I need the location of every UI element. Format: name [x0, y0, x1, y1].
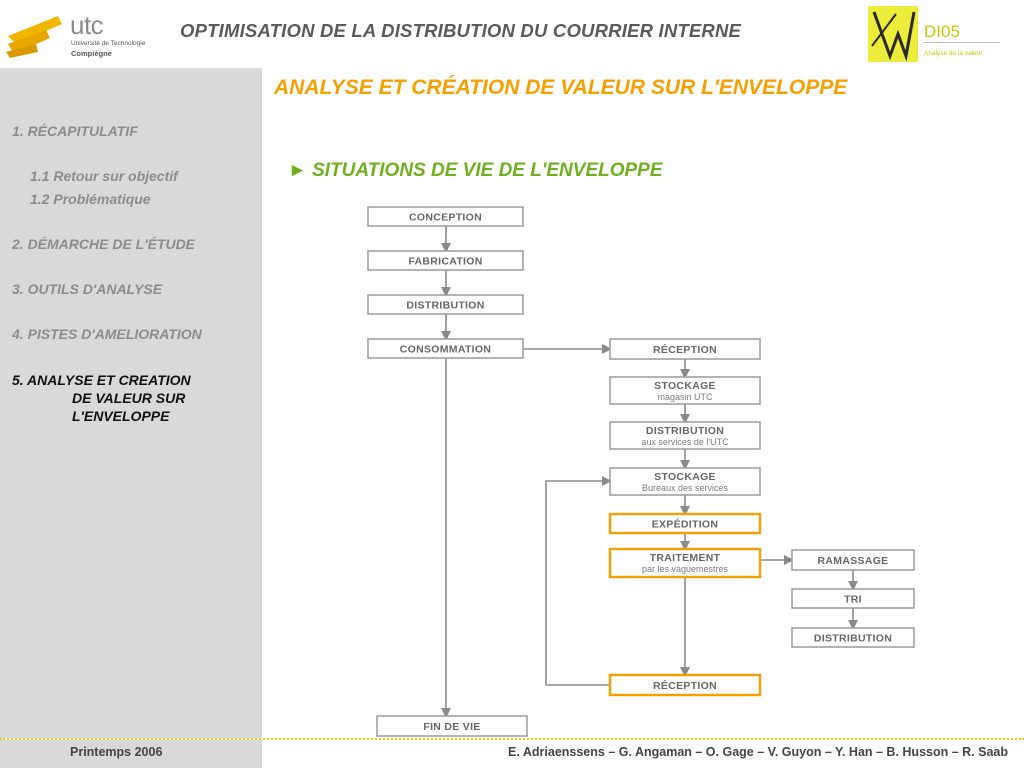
node-box — [609, 376, 761, 405]
node-label: DISTRIBUTION — [406, 300, 484, 312]
utc-logo-mark-icon — [6, 16, 62, 58]
node-label: DISTRIBUTION — [814, 633, 892, 645]
diagram-edges — [441, 226, 858, 718]
sidebar-item-retour-objectif[interactable]: 1.1 Retour sur objectif — [30, 168, 178, 184]
sidebar-item-demarche[interactable]: 2. DÉMARCHE DE L'ÉTUDE — [12, 236, 196, 252]
footer-authors: E. Adriaenssens – G. Angaman – O. Gage –… — [508, 745, 1008, 759]
sidebar-item-pistes[interactable]: 4. PISTES D'AMELIORATION — [12, 326, 202, 342]
node-label: STOCKAGE — [654, 471, 716, 483]
node-fin-de-vie: FIN DE VIE — [376, 715, 528, 737]
node-box — [367, 338, 524, 359]
node-sublabel: Bureaux des services — [642, 483, 729, 493]
node-label: EXPÉDITION — [652, 518, 719, 531]
node-label: FIN DE VIE — [423, 721, 480, 733]
flow-arrow — [545, 476, 612, 686]
node-reception2: RÉCEPTION — [608, 673, 762, 697]
node-distribution1: DISTRIBUTION — [367, 294, 524, 315]
node-label: CONCEPTION — [409, 212, 482, 224]
node-box — [367, 250, 524, 271]
divider — [924, 42, 1000, 43]
node-box — [608, 673, 762, 697]
node-ramassage: RAMASSAGE — [791, 549, 915, 571]
node-consommation: CONSOMMATION — [367, 338, 524, 359]
sidebar — [0, 68, 262, 738]
utc-logo-city: Compiègne — [71, 49, 112, 58]
node-box — [791, 627, 915, 648]
node-label: TRI — [844, 594, 862, 606]
node-box — [609, 421, 761, 450]
node-label: RÉCEPTION — [653, 343, 717, 356]
node-box — [367, 294, 524, 315]
footer-left-panel — [0, 740, 262, 768]
node-label: CONSOMMATION — [400, 344, 491, 356]
sidebar-item-problematique[interactable]: 1.2 Problématique — [30, 191, 151, 207]
node-conception: CONCEPTION — [367, 206, 524, 227]
node-sublabel: par les vaguemestres — [642, 564, 729, 574]
node-box — [608, 547, 762, 579]
node-box — [791, 549, 915, 571]
node-tri: TRI — [791, 588, 915, 609]
node-box — [609, 467, 761, 496]
utc-logo-subtitle: Université de Technologie — [71, 40, 146, 47]
footer-season: Printemps 2006 — [70, 745, 163, 759]
node-label: TRAITEMENT — [650, 552, 721, 564]
section-title: ANALYSE ET CRÉATION DE VALEUR SUR L'ENVE… — [274, 76, 848, 99]
course-code: DI05 — [924, 22, 960, 41]
value-analysis-icon — [871, 11, 916, 62]
header: utc Université de Technologie Compiègne … — [0, 0, 1024, 68]
node-sublabel: aux services de l'UTC — [641, 437, 729, 447]
sidebar-item-analyse-creation-line2[interactable]: DE VALEUR SUR — [72, 390, 186, 406]
di05-logo: DI05 Analyse de la valeur — [868, 6, 1008, 64]
presentation-title: OPTIMISATION DE LA DISTRIBUTION DU COURR… — [180, 20, 742, 41]
node-box — [367, 206, 524, 227]
node-distribution3: DISTRIBUTION — [791, 627, 915, 648]
node-box — [608, 512, 762, 535]
node-label: DISTRIBUTION — [646, 425, 724, 437]
node-box — [376, 715, 528, 737]
node-box — [609, 338, 761, 360]
node-sublabel: magasin UTC — [657, 392, 713, 402]
di05-logo-box — [868, 6, 918, 62]
sidebar-item-analyse-creation[interactable]: 5. ANALYSE ET CREATION — [12, 372, 191, 388]
utc-logo: utc Université de Technologie Compiègne — [6, 8, 146, 60]
utc-logo-name: utc — [70, 10, 104, 40]
course-tagline: Analyse de la valeur — [924, 50, 983, 57]
node-label: FABRICATION — [408, 256, 482, 268]
node-expedition: EXPÉDITION — [608, 512, 762, 535]
diagram-nodes: CONCEPTION FABRICATION DISTRIBUTION CONSOMM… — [367, 206, 915, 737]
diagram-subtitle: ► SITUATIONS DE VIE DE L'ENVELOPPE — [288, 160, 663, 181]
node-label: RAMASSAGE — [818, 555, 889, 567]
sidebar-item-recapitulatif[interactable]: 1. RÉCAPITULATIF — [12, 123, 138, 139]
node-label: RÉCEPTION — [653, 679, 717, 692]
node-fabrication: FABRICATION — [367, 250, 524, 271]
node-reception1: RÉCEPTION — [609, 338, 761, 360]
sidebar-item-outils[interactable]: 3. OUTILS D'ANALYSE — [12, 281, 163, 297]
footer-divider — [0, 738, 1024, 740]
node-label: STOCKAGE — [654, 380, 716, 392]
sidebar-item-analyse-creation-line3[interactable]: L'ENVELOPPE — [72, 408, 170, 424]
node-box — [791, 588, 915, 609]
